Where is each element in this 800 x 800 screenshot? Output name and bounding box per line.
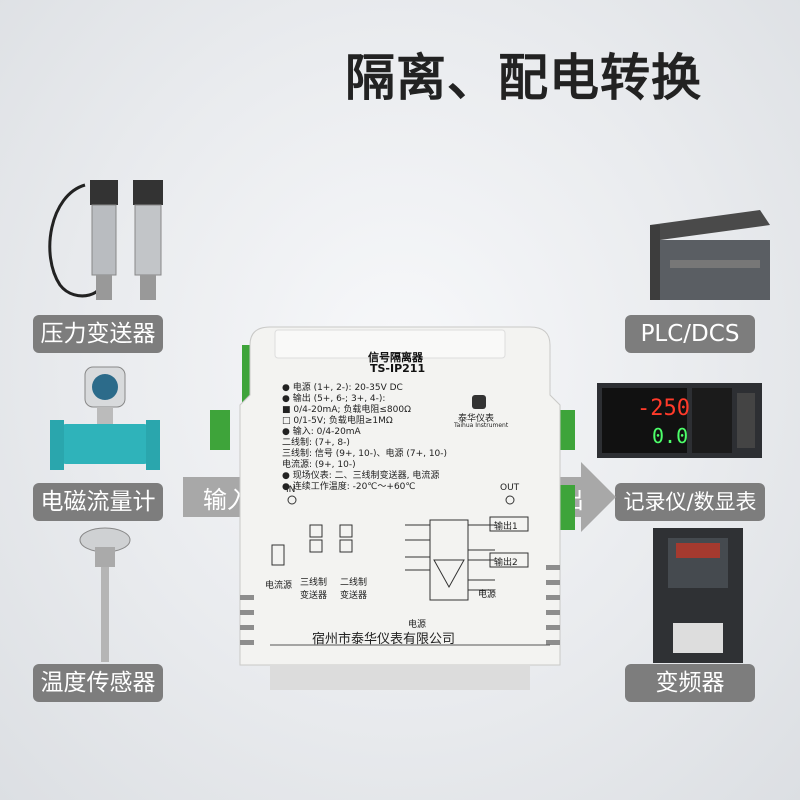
spec-line: ● 电源 (1+, 2-): 20-35V DC bbox=[282, 383, 403, 393]
inverter-image bbox=[653, 528, 743, 663]
input-label-temperature: 温度传感器 bbox=[33, 664, 163, 702]
plc-image bbox=[650, 210, 770, 300]
device-brand-en: Taihua Instrument bbox=[454, 422, 509, 429]
in-label: IN bbox=[286, 485, 296, 495]
spec-line: ● 输入: 0/4-20mA bbox=[282, 427, 361, 437]
spec-line: 三线制: 信号 (9+, 10-)、电源 (7+, 10-) bbox=[282, 449, 448, 459]
input-label-flowmeter: 电磁流量计 bbox=[33, 483, 163, 521]
output-label-recorder: 记录仪/数显表 bbox=[615, 483, 765, 521]
output1-label: 输出1 bbox=[494, 522, 518, 532]
company-name: 宿州市泰华仪表有限公司 bbox=[312, 632, 456, 647]
device-brand: 泰华仪表 bbox=[458, 414, 495, 424]
spec-line: 二线制: (7+, 8-) bbox=[282, 438, 350, 448]
recorder-display-image: -250 0.0 bbox=[597, 383, 762, 458]
power-label-right: 电源 bbox=[478, 590, 497, 600]
temperature-sensor-image bbox=[79, 527, 131, 662]
spec-line: ■ 0/4-20mA; 负载电阻≤800Ω bbox=[282, 405, 411, 415]
pressure-transmitter-image bbox=[48, 180, 163, 300]
output-label-inverter: 变频器 bbox=[625, 664, 755, 702]
two-wire-label: 二线制 变送器 bbox=[340, 578, 368, 601]
input-label-pressure: 压力变送器 bbox=[33, 315, 163, 353]
page-title: 隔离、配电转换 bbox=[345, 49, 702, 107]
device-name: 信号隔离器 bbox=[368, 351, 423, 364]
output-label-plc: PLC/DCS bbox=[625, 315, 755, 353]
spec-line: □ 0/1-5V; 负载电阻≥1MΩ bbox=[282, 416, 393, 426]
output2-label: 输出2 bbox=[494, 558, 518, 568]
current-source-label: 电流源 bbox=[265, 581, 293, 591]
spec-line: ● 连续工作温度: -20℃～+60℃ bbox=[282, 482, 416, 492]
device-model: TS-IP211 bbox=[370, 362, 426, 375]
svg-text:-250: -250 bbox=[637, 396, 690, 421]
spec-line: ● 输出 (5+, 6-; 3+, 4-): bbox=[282, 394, 386, 404]
three-wire-label: 三线制 变送器 bbox=[300, 578, 328, 601]
signal-isolator-device: 信号隔离器 TS-IP211 泰华仪表 Taihua Instrument ● … bbox=[210, 325, 590, 695]
flowmeter-image bbox=[50, 366, 160, 470]
out-label: OUT bbox=[500, 483, 520, 493]
power-label-bottom: 电源 bbox=[408, 620, 427, 630]
svg-text:0.0: 0.0 bbox=[652, 424, 688, 448]
spec-line: ● 现场仪表: 二、三线制变送器, 电流源 bbox=[282, 471, 440, 481]
spec-line: 电流源: (9+, 10-) bbox=[282, 460, 356, 470]
